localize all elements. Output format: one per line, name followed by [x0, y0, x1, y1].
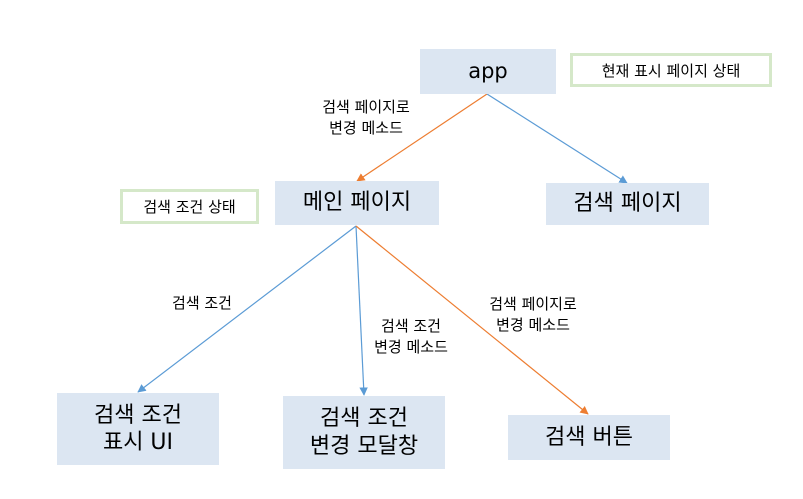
- node-line: 검색 조건: [320, 406, 408, 431]
- node-line: 검색 조건: [94, 402, 182, 428]
- node-search-condition-modal: 검색 조건 변경 모달창: [283, 396, 445, 469]
- edge-app-to-main-page: [356, 93, 488, 182]
- note-app-state: 현재 표시 페이지 상태: [570, 53, 772, 87]
- node-search-button: 검색 버튼: [508, 415, 670, 460]
- edge-label-line: 검색 페이지로: [322, 98, 410, 116]
- node-search-page-label: 검색 페이지: [573, 191, 682, 217]
- edge-label-main-ui: 검색 조건: [154, 293, 250, 314]
- note-main-state-text: 검색 조건 상태: [143, 198, 236, 216]
- edge-main-to-search-condition-ui: [137, 225, 357, 393]
- node-search-condition-ui: 검색 조건 표시 UI: [57, 393, 219, 465]
- edge-app-to-search-page: [486, 93, 628, 184]
- edge-label-line: 변경 메소드: [496, 316, 570, 334]
- node-app-label: app: [468, 59, 508, 84]
- node-search-button-label: 검색 버튼: [545, 424, 633, 450]
- node-line: 표시 UI: [102, 430, 174, 455]
- edge-label-line: 검색 페이지로: [489, 295, 577, 313]
- node-main-page: 메인 페이지: [275, 181, 439, 225]
- edge-label-line: 검색 조건: [172, 294, 232, 312]
- edge-label-main-button: 검색 페이지로 변경 메소드: [472, 294, 594, 336]
- note-app-state-text: 현재 표시 페이지 상태: [601, 61, 741, 80]
- node-line: 변경 모달창: [309, 433, 419, 459]
- edge-label-main-modal: 검색 조건 변경 메소드: [356, 316, 466, 358]
- edge-label-line: 변경 메소드: [329, 119, 403, 137]
- node-main-page-label: 메인 페이지: [302, 190, 412, 216]
- edge-label-line: 검색 조건: [381, 317, 441, 335]
- note-main-state: 검색 조건 상태: [120, 189, 259, 224]
- node-app: app: [420, 49, 556, 94]
- edge-label-app-main: 검색 페이지로 변경 메소드: [306, 97, 426, 139]
- edge-main-to-search-condition-modal: [355, 225, 368, 396]
- edge-label-line: 변경 메소드: [374, 338, 448, 356]
- node-search-page: 검색 페이지: [546, 183, 709, 225]
- edge-main-to-search-button: [355, 225, 589, 415]
